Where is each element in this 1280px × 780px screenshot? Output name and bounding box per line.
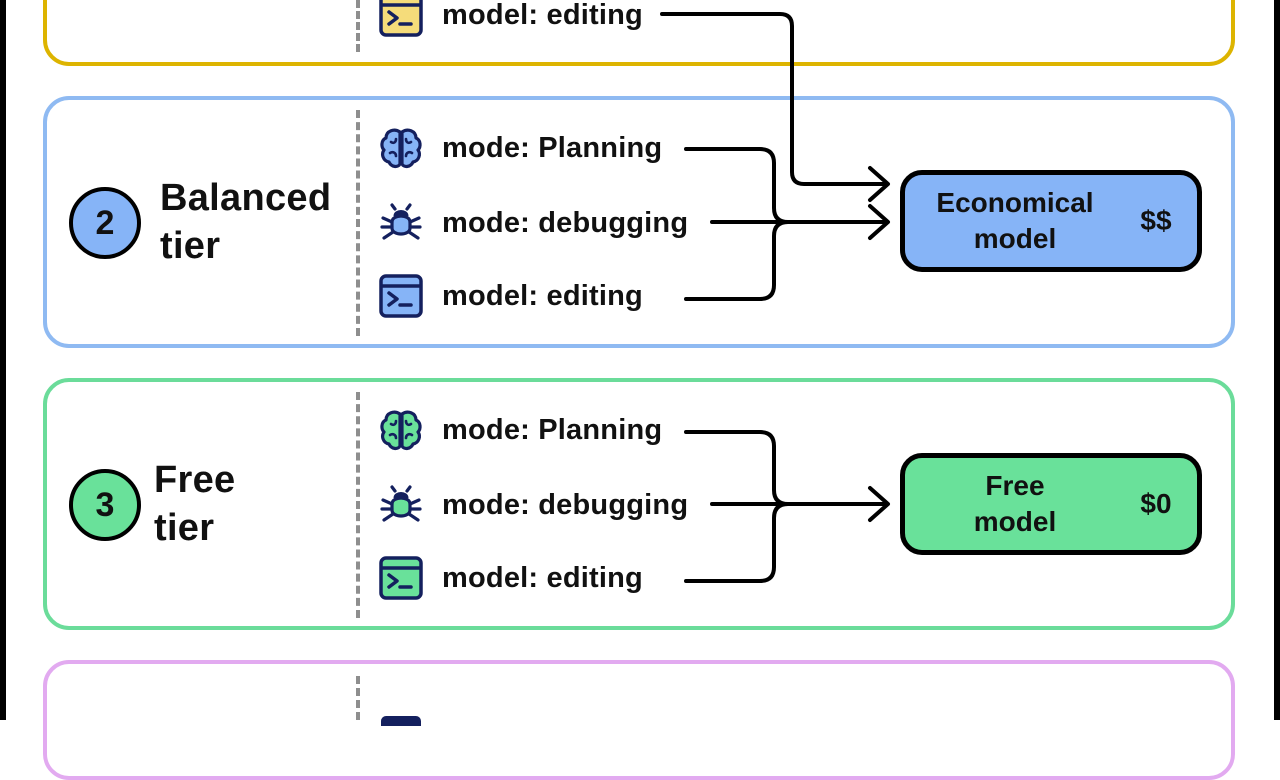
brain-icon bbox=[380, 128, 422, 169]
tier-number: 3 bbox=[95, 485, 115, 524]
tier-panel-top bbox=[43, 0, 1235, 66]
bug-icon bbox=[380, 485, 422, 522]
frame-edge-left bbox=[0, 0, 6, 720]
model-name: Economical model bbox=[936, 187, 1094, 254]
mode-row-debugging: mode: debugging bbox=[378, 482, 688, 528]
mode-label: model: editing bbox=[442, 0, 643, 31]
mode-row-debugging: mode: debugging bbox=[378, 200, 688, 246]
mode-label: mode: debugging bbox=[442, 206, 689, 239]
mode-row-editing: model: editing bbox=[378, 273, 643, 319]
terminal-icon bbox=[379, 556, 423, 600]
terminal-icon bbox=[379, 0, 423, 37]
tier-name: Free tier bbox=[154, 459, 236, 549]
terminal-icon-partial bbox=[381, 716, 421, 726]
mode-row-top-editing: model: editing bbox=[378, 0, 643, 38]
frame-edge-right bbox=[1274, 0, 1280, 720]
mode-label: model: editing bbox=[442, 561, 643, 594]
tier-number-badge: 3 bbox=[69, 469, 141, 541]
tier-divider-top bbox=[356, 0, 360, 52]
tier-number-badge: 2 bbox=[69, 187, 141, 259]
tier-panel-bottom bbox=[43, 660, 1235, 780]
bug-icon bbox=[380, 203, 422, 240]
tier-divider-free bbox=[356, 392, 360, 618]
tier-name: Balanced tier bbox=[160, 177, 332, 267]
mode-label: mode: Planning bbox=[442, 131, 663, 164]
mode-row-planning: mode: Planning bbox=[378, 125, 662, 171]
tier-divider-balanced bbox=[356, 110, 360, 336]
mode-row-planning: mode: Planning bbox=[378, 407, 662, 453]
tier-divider-bottom bbox=[356, 676, 360, 720]
terminal-icon bbox=[379, 274, 423, 318]
mode-label: mode: debugging bbox=[442, 488, 689, 521]
model-box-free: Free model $0 bbox=[900, 453, 1202, 555]
mode-row-editing: model: editing bbox=[378, 555, 643, 601]
mode-label: model: editing bbox=[442, 279, 643, 312]
mode-label: mode: Planning bbox=[442, 413, 663, 446]
model-name: Free model bbox=[973, 470, 1057, 537]
tier-number: 2 bbox=[95, 203, 115, 242]
brain-icon bbox=[380, 410, 422, 451]
model-box-economical: Economical model $$ bbox=[900, 170, 1202, 272]
model-cost: $$ bbox=[1140, 205, 1172, 236]
model-cost: $0 bbox=[1140, 488, 1172, 519]
